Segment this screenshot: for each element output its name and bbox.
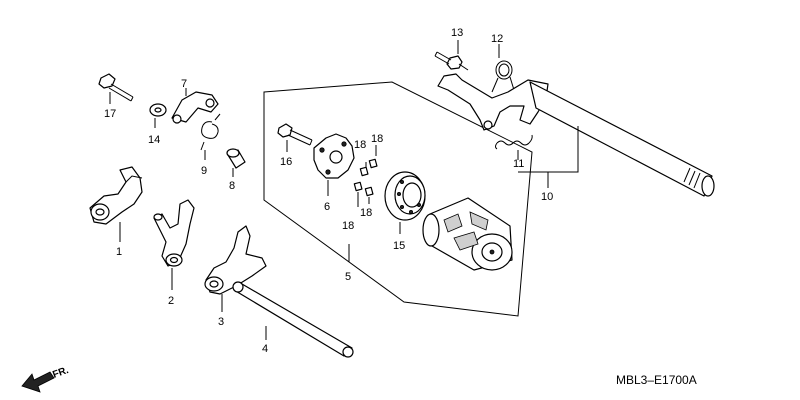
callout-12: 12 xyxy=(491,33,503,45)
part-10-gearshift-spindle xyxy=(437,73,715,197)
part-17-bolt xyxy=(98,73,134,102)
part-2-shift-fork xyxy=(153,199,195,267)
part-4-fork-shaft xyxy=(232,281,354,358)
callout-14: 14 xyxy=(148,134,160,146)
callout-17: 17 xyxy=(104,108,116,120)
callout-7: 7 xyxy=(181,78,187,90)
part-7-stopper-arm xyxy=(171,91,219,124)
callout-4: 4 xyxy=(262,343,268,355)
part-14-washer xyxy=(149,103,167,117)
part-12-return-spring xyxy=(491,60,515,93)
part-16-bolt xyxy=(277,123,313,146)
front-label: FR. xyxy=(51,365,70,381)
part-11-spring xyxy=(495,134,533,150)
callout-6: 6 xyxy=(324,201,330,213)
callout-16: 16 xyxy=(280,156,292,168)
callout-18a: 18 xyxy=(371,133,383,145)
callout-5: 5 xyxy=(345,271,351,283)
callout-1: 1 xyxy=(116,246,122,258)
callout-18b: 18 xyxy=(354,139,366,151)
callout-18d: 18 xyxy=(360,207,372,219)
part-15-bearing xyxy=(384,171,426,221)
leader-10a xyxy=(518,126,579,173)
part-shift-drum xyxy=(422,197,513,271)
part-8-collar xyxy=(226,148,246,169)
part-9-spring xyxy=(200,113,221,151)
callout-13: 13 xyxy=(451,27,463,39)
part-3-shift-fork xyxy=(204,225,267,295)
callout-9: 9 xyxy=(201,165,207,177)
diagram-code: MBL3–E1700A xyxy=(616,373,697,387)
part-6-stopper-plate xyxy=(313,133,355,179)
callout-11: 11 xyxy=(513,158,524,170)
callout-10: 10 xyxy=(541,191,553,203)
callout-18c: 18 xyxy=(342,220,354,232)
part-18-pins xyxy=(353,158,378,197)
callout-3: 3 xyxy=(218,316,224,328)
callout-8: 8 xyxy=(229,180,235,192)
part-1-shift-fork xyxy=(89,166,143,225)
assembly-5-bracket xyxy=(263,81,533,317)
callout-2: 2 xyxy=(168,295,174,307)
front-arrow-icon xyxy=(21,371,55,393)
callout-15: 15 xyxy=(393,240,405,252)
part-13-bolt xyxy=(434,51,469,71)
